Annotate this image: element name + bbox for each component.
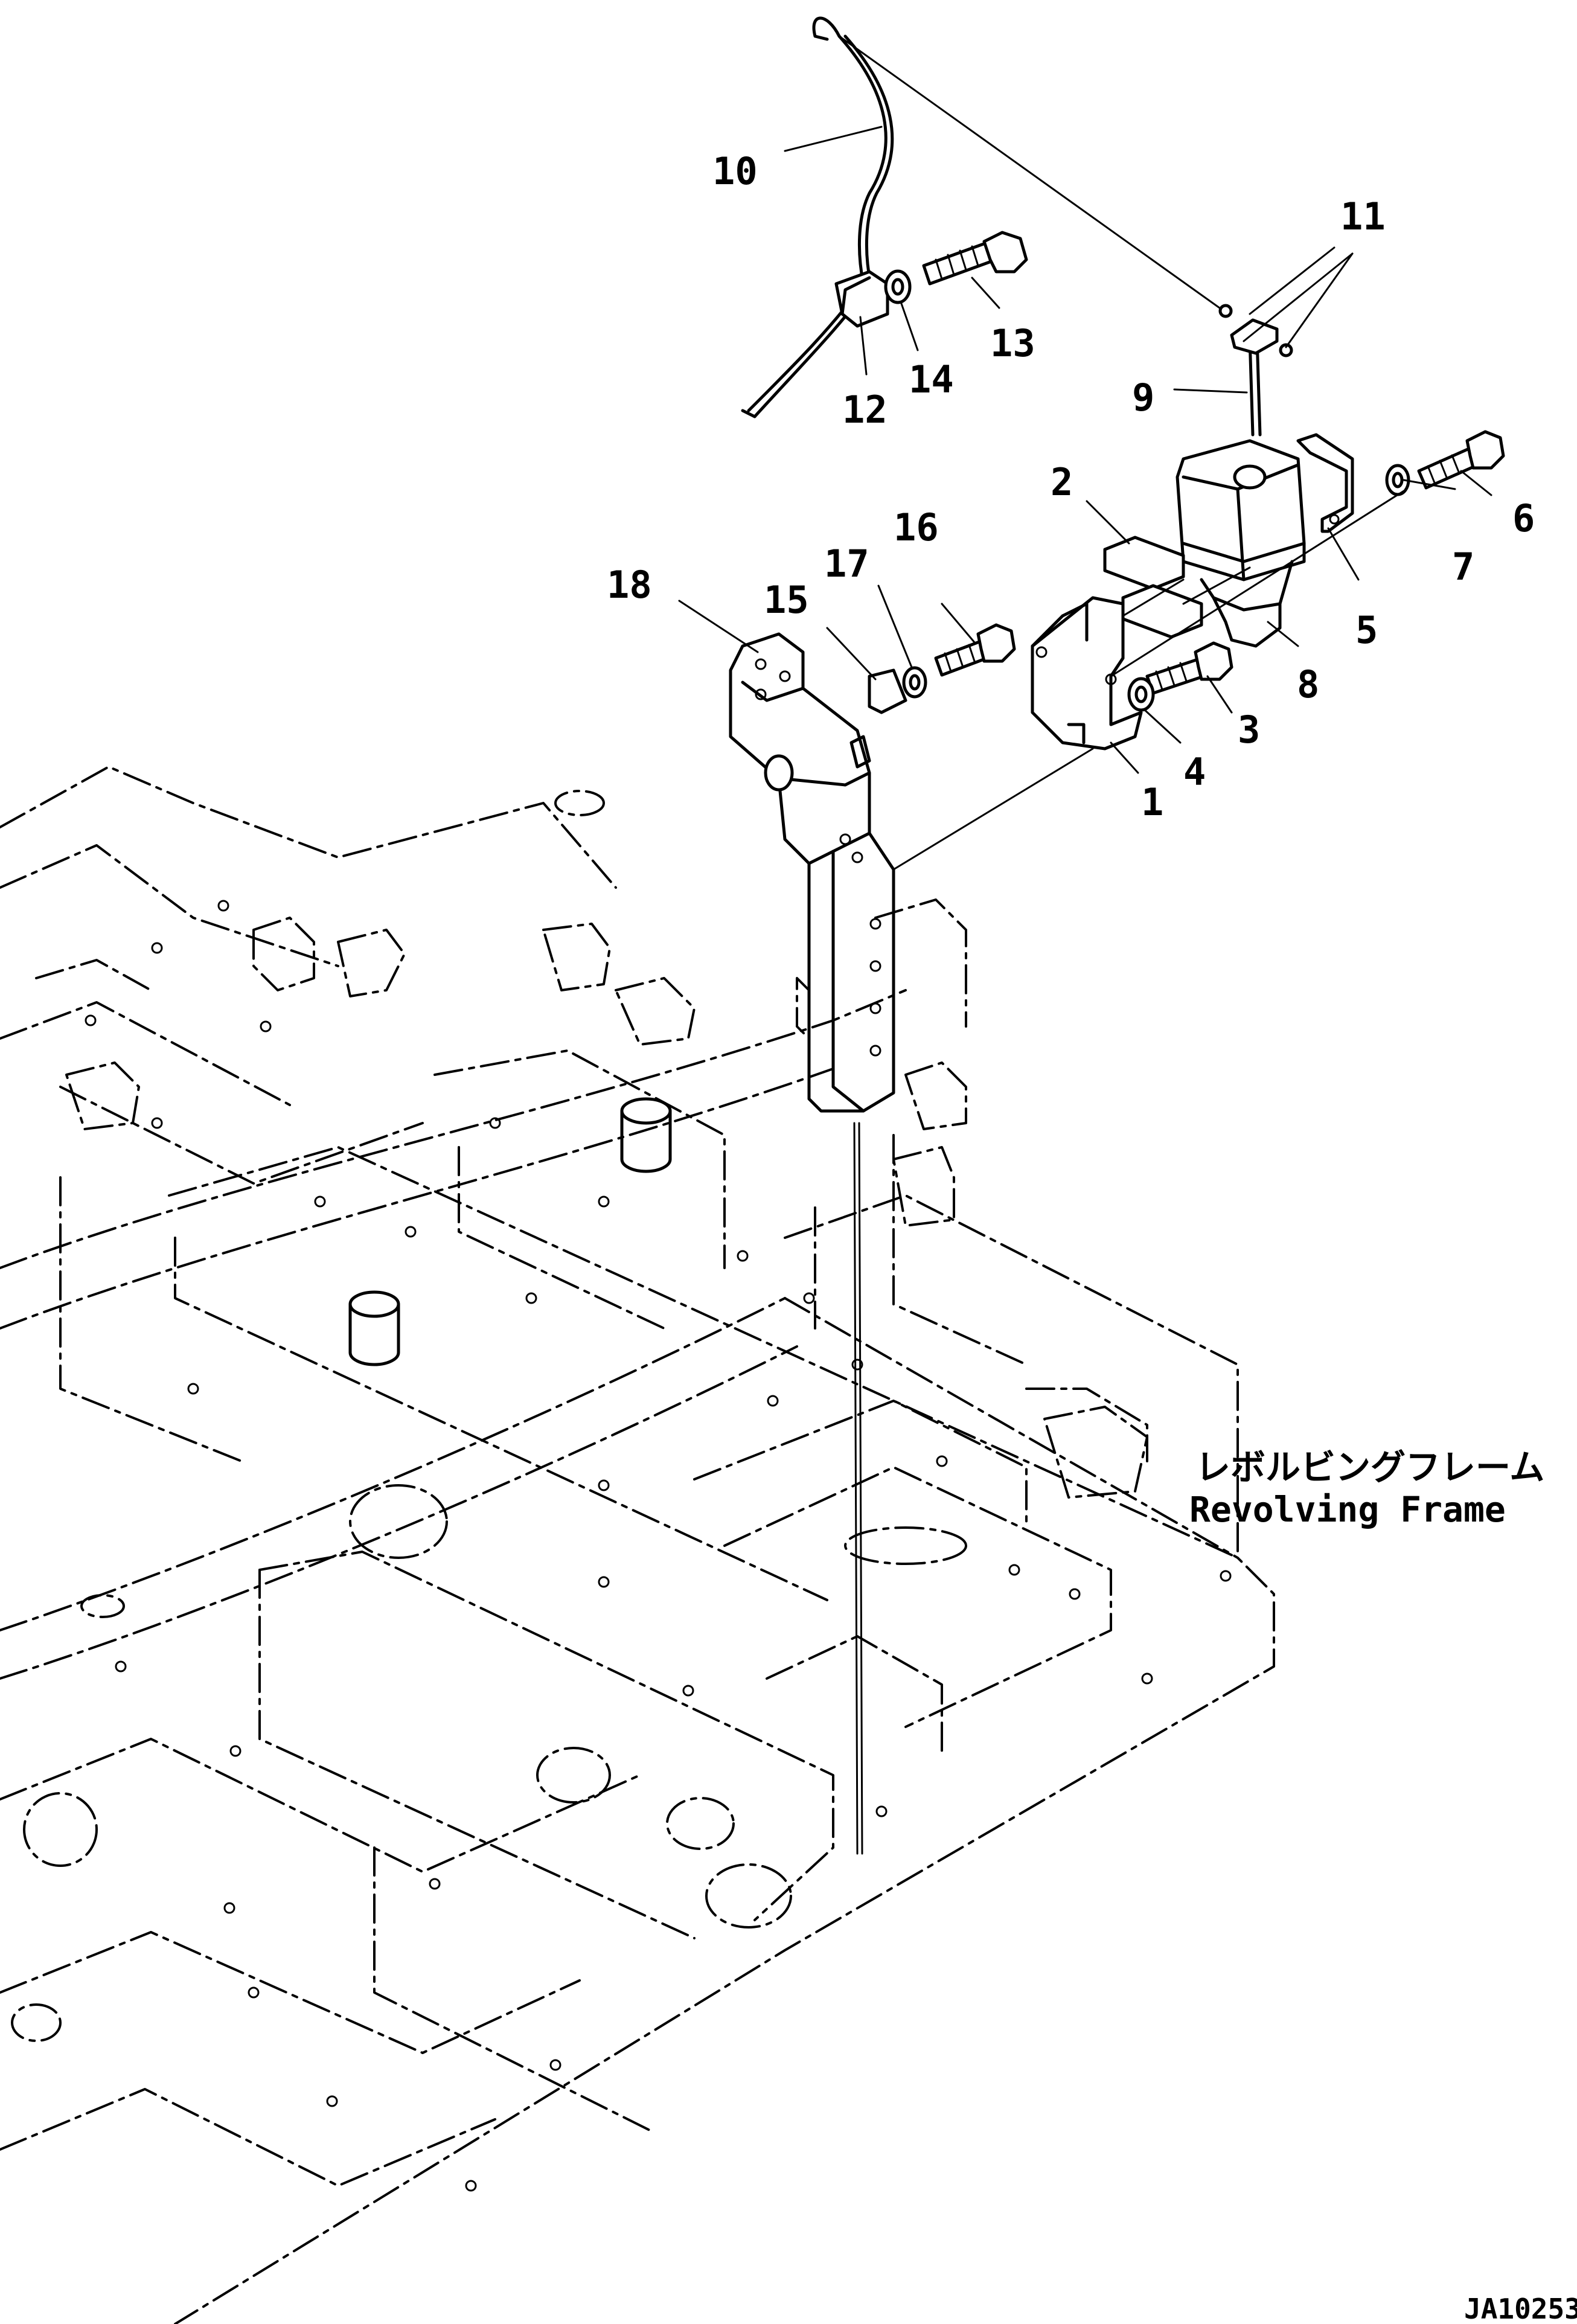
float-rod-9 <box>1248 336 1262 437</box>
drawing-code: JA102534 <box>1464 2293 1577 2324</box>
washer-4 <box>1127 677 1155 712</box>
callout-numbers: 1 2 3 4 5 6 7 8 9 10 11 12 13 14 15 16 1… <box>607 149 1535 824</box>
bolt-16 <box>934 623 1016 677</box>
callout-8: 8 <box>1297 662 1319 706</box>
callout-5: 5 <box>1355 608 1378 652</box>
frame-label: レボルビングフレーム Revolving Frame <box>1189 1447 1544 1530</box>
callout-16: 16 <box>894 505 939 549</box>
bracket-1 <box>1031 596 1143 751</box>
tank-8 <box>1176 439 1306 648</box>
bolt-6 <box>1417 430 1505 490</box>
frame-label-english: Revolving Frame <box>1189 1489 1506 1530</box>
cap-11 <box>1218 304 1293 357</box>
callout-4: 4 <box>1183 750 1206 794</box>
revolving-frame <box>0 766 1275 2324</box>
callout-13: 13 <box>990 321 1035 365</box>
callout-18: 18 <box>607 563 652 607</box>
bolt-3 <box>1145 641 1233 695</box>
washer-14 <box>884 269 912 304</box>
frame-bolt-holes <box>85 900 1232 2192</box>
callout-11: 11 <box>1340 194 1386 238</box>
callout-12: 12 <box>842 388 888 432</box>
callout-9: 9 <box>1132 376 1154 420</box>
callout-7: 7 <box>1452 545 1474 589</box>
callout-6: 6 <box>1512 496 1535 540</box>
plate-15 <box>868 668 907 714</box>
callout-10: 10 <box>712 149 758 193</box>
cable-assembly <box>741 16 894 418</box>
callout-1: 1 <box>1141 780 1163 824</box>
callout-2: 2 <box>1051 460 1073 504</box>
callout-17: 17 <box>824 542 869 586</box>
assembly-lines <box>838 35 1408 1855</box>
callout-15: 15 <box>764 578 809 622</box>
mounting-post <box>729 632 895 1113</box>
bolt-13 <box>922 231 1028 286</box>
callout-3: 3 <box>1238 708 1260 752</box>
plates-2 <box>1103 536 1203 639</box>
bracket-5 <box>1296 433 1354 533</box>
callout-leaders <box>678 126 1492 774</box>
frame-label-japanese: レボルビングフレーム <box>1195 1447 1544 1488</box>
washer-17 <box>902 666 927 699</box>
callout-14: 14 <box>909 357 954 402</box>
